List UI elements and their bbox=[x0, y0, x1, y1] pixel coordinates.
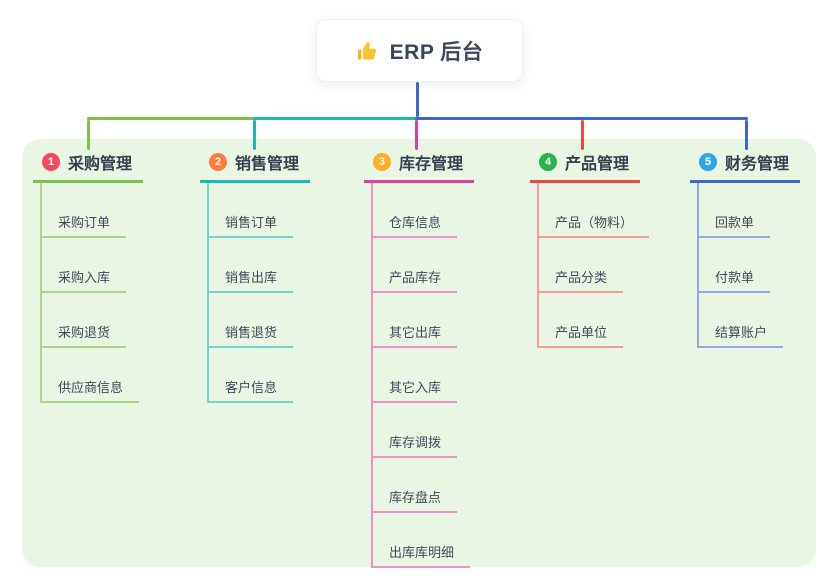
connector-horizontal-segment bbox=[87, 117, 256, 120]
branch-node[interactable]: 2 销售管理 bbox=[200, 150, 310, 183]
branch-4: 4 产品管理 产品（物料）产品分类产品单位 bbox=[530, 150, 650, 348]
root-label: ERP 后台 bbox=[389, 40, 484, 64]
branch-5: 5 财务管理 回款单付款单结算账户 bbox=[690, 150, 800, 348]
branch-2: 2 销售管理 销售订单销售出库销售退货客户信息 bbox=[200, 150, 310, 403]
connector-horizontal-segment bbox=[253, 117, 418, 120]
child-node[interactable]: 销售退货 bbox=[209, 293, 294, 348]
child-node[interactable]: 客户信息 bbox=[209, 348, 294, 403]
child-node[interactable]: 库存调拨 bbox=[373, 403, 458, 458]
branch-children: 采购订单采购入库采购退货供应商信息 bbox=[40, 183, 143, 403]
child-node[interactable]: 销售出库 bbox=[209, 238, 294, 293]
connector-branch-drop-4 bbox=[581, 120, 584, 150]
child-node[interactable]: 其它出库 bbox=[373, 293, 458, 348]
branch-title: 财务管理 bbox=[725, 156, 790, 173]
child-node[interactable]: 结算账户 bbox=[699, 293, 784, 348]
branch-number-badge: 3 bbox=[373, 153, 391, 171]
branch-number-badge: 5 bbox=[699, 153, 717, 171]
branch-3: 3 库存管理 仓库信息产品库存其它出库其它入库库存调拨库存盘点出库库明细 bbox=[364, 150, 474, 568]
branch-1: 1 采购管理 采购订单采购入库采购退货供应商信息 bbox=[33, 150, 143, 403]
branch-node[interactable]: 5 财务管理 bbox=[690, 150, 800, 183]
child-node[interactable]: 出库库明细 bbox=[373, 513, 471, 568]
connector-branch-drop-1 bbox=[87, 120, 90, 150]
child-node[interactable]: 回款单 bbox=[699, 183, 771, 238]
branch-node[interactable]: 3 库存管理 bbox=[364, 150, 474, 183]
connector-branch-drop-2 bbox=[253, 120, 256, 150]
branch-children: 销售订单销售出库销售退货客户信息 bbox=[207, 183, 310, 403]
child-node[interactable]: 其它入库 bbox=[373, 348, 458, 403]
child-node[interactable]: 产品分类 bbox=[539, 238, 624, 293]
branch-children: 产品（物料）产品分类产品单位 bbox=[537, 183, 650, 348]
branch-node[interactable]: 4 产品管理 bbox=[530, 150, 640, 183]
connector-branch-drop-5 bbox=[745, 120, 748, 150]
thumbs-up-icon bbox=[356, 39, 380, 63]
child-node[interactable]: 销售订单 bbox=[209, 183, 294, 238]
branch-title: 销售管理 bbox=[235, 156, 300, 173]
branch-number-badge: 4 bbox=[539, 153, 557, 171]
child-node[interactable]: 库存盘点 bbox=[373, 458, 458, 513]
child-node[interactable]: 仓库信息 bbox=[373, 183, 458, 238]
child-node[interactable]: 付款单 bbox=[699, 238, 771, 293]
branch-node[interactable]: 1 采购管理 bbox=[33, 150, 143, 183]
branch-number-badge: 1 bbox=[42, 153, 60, 171]
child-node[interactable]: 产品库存 bbox=[373, 238, 458, 293]
child-node[interactable]: 采购入库 bbox=[42, 238, 127, 293]
branch-title: 采购管理 bbox=[68, 156, 133, 173]
branch-children: 回款单付款单结算账户 bbox=[697, 183, 800, 348]
child-node[interactable]: 供应商信息 bbox=[42, 348, 140, 403]
connector-horizontal-segment bbox=[415, 117, 748, 120]
child-node[interactable]: 采购订单 bbox=[42, 183, 127, 238]
branch-title: 产品管理 bbox=[565, 156, 630, 173]
branch-number-badge: 2 bbox=[209, 153, 227, 171]
branch-children: 仓库信息产品库存其它出库其它入库库存调拨库存盘点出库库明细 bbox=[371, 183, 474, 568]
connector-branch-drop-3 bbox=[415, 120, 418, 150]
branch-title: 库存管理 bbox=[399, 156, 464, 173]
root-node[interactable]: ERP 后台 bbox=[316, 19, 523, 82]
child-node[interactable]: 产品单位 bbox=[539, 293, 624, 348]
branches-panel bbox=[22, 139, 816, 567]
connector-root-vertical bbox=[416, 82, 419, 117]
child-node[interactable]: 产品（物料） bbox=[539, 183, 650, 238]
child-node[interactable]: 采购退货 bbox=[42, 293, 127, 348]
